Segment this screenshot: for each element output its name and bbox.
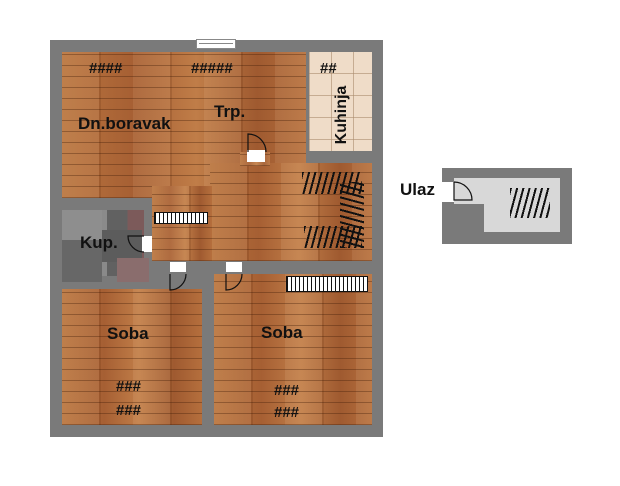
bathroom-floor [62,210,149,282]
kitchen-floor [309,52,372,151]
radiator-right-room [286,276,368,292]
stone-tile [62,210,102,240]
door-gap-living [247,150,265,162]
door-swing-right-room [225,273,243,291]
radiator-hall [154,212,208,224]
entrance-door-gap [442,182,454,202]
right-room-floor [214,274,372,425]
living-room-label: Dn.boravak [78,114,171,133]
right-room-code-2: ### [274,404,300,421]
left-room-floor [62,289,202,425]
entrance-label: Ulaz [400,180,435,199]
door-gap-right-room [226,262,242,272]
door-gap-bathroom [142,236,152,252]
right-room-code-1: ### [274,382,300,399]
hall-label: Trp. [214,102,246,121]
door-swing-left-room [169,273,187,291]
kitchen-label: Kuhinja [333,85,350,145]
left-room-label: Soba [107,324,149,343]
entrance-door-swing [453,181,473,201]
entrance-stairs [510,188,550,218]
door-swing-living [247,133,267,153]
kitchen-code: ## [320,60,337,77]
stairs-lower [304,226,362,248]
door-gap-left-room [170,262,186,272]
living-code-right: ##### [191,60,233,77]
stone-tile [62,240,102,282]
stone-tile [102,230,142,262]
window [196,39,236,49]
right-room-label: Soba [261,323,303,342]
stone-tile [117,258,149,282]
left-room-code-2: ### [116,402,142,419]
left-room-code-1: ### [116,378,142,395]
living-code-left: #### [89,60,123,77]
door-swing-bathroom [127,235,145,253]
bathroom-label: Kup. [80,233,118,252]
